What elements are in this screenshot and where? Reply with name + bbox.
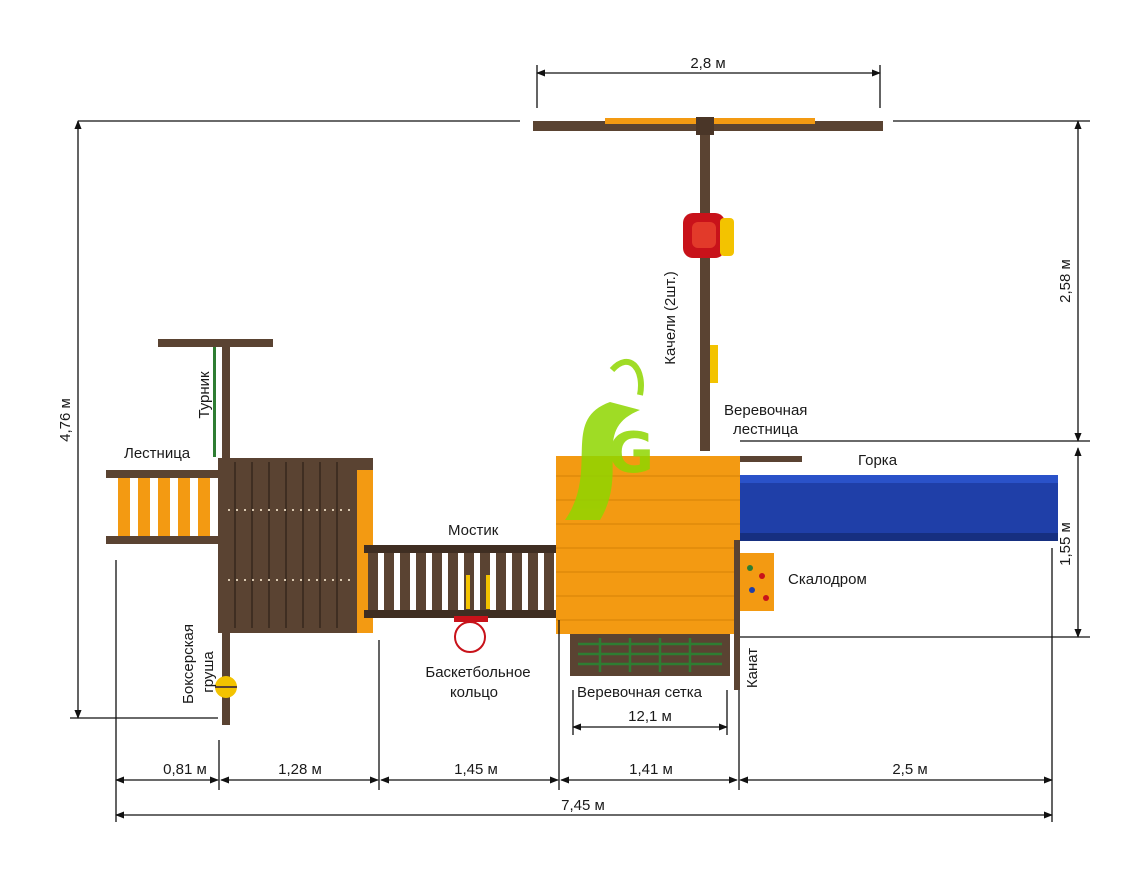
swing-frame [533,117,883,451]
label-slide: Горка [858,452,898,469]
dim-slide-height: 1,55 м [1057,522,1074,566]
dim-top-span: 2,8 м [690,55,725,72]
dim-seg-5: 2,5 м [892,761,927,778]
label-bridge: Мостик [448,522,499,539]
label-rope-ladder-line1: Веревочная [724,402,807,419]
dim-seg-1: 0,81 м [163,761,207,778]
label-ladder: Лестница [124,445,191,462]
rope-net [570,634,730,676]
label-rope-net: Веревочная сетка [577,684,703,701]
bridge [364,545,559,618]
pull-up-bar [158,339,273,462]
dim-seg-2: 1,28 м [278,761,322,778]
label-boxing-bag-line2: груша [200,651,217,693]
label-rope: Канат [744,648,761,688]
label-basketball-line1: Баскетбольное [425,664,530,681]
label-rope-ladder-line2: лестница [733,421,799,438]
dim-total-width: 7,45 м [561,797,605,814]
slide [740,475,1058,541]
dim-net-width: 12,1 м [628,708,672,725]
label-swings: Качели (2шт.) [662,271,679,364]
swing-seat [683,213,734,383]
label-climbing-wall: Скалодром [788,571,867,588]
dim-swing-height: 2,58 м [1057,259,1074,303]
ladder [106,470,224,544]
left-tower-deck [218,458,373,725]
dim-total-height: 4,76 м [57,398,74,442]
label-basketball-line2: кольцо [450,684,498,701]
label-turnik: Турник [196,371,213,419]
basketball-hoop [454,616,488,653]
boxing-bag [215,676,237,698]
right-tower-roof [556,456,802,690]
brand-logo: G [565,359,654,520]
dim-seg-4: 1,41 м [629,761,673,778]
climbing-wall [740,553,774,611]
dim-seg-3: 1,45 м [454,761,498,778]
dimension-lines [70,65,1090,822]
logo-letter: G [608,421,654,486]
label-boxing-bag-line1: Боксерская [180,624,197,704]
